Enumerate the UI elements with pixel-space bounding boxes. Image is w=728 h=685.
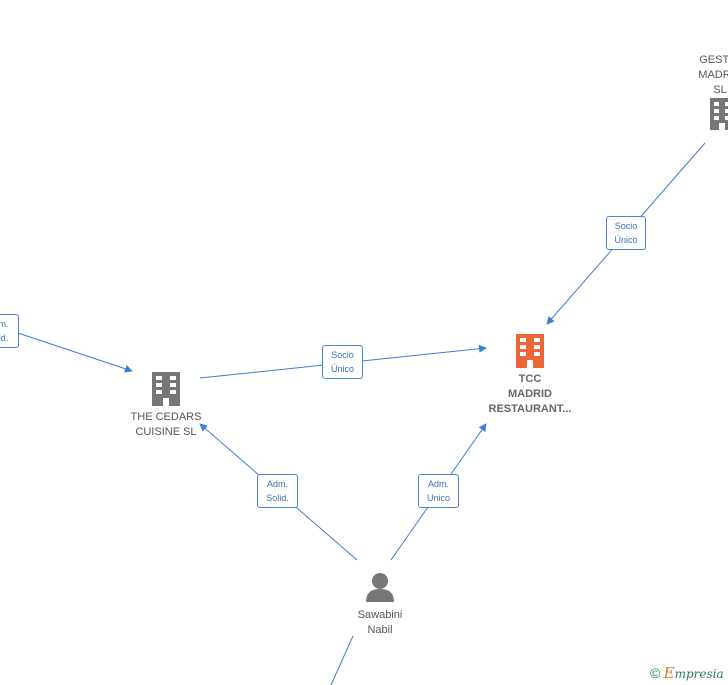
copyright-symbol: ©: [650, 665, 661, 681]
edge-badge-gestion-tcc[interactable]: Socio Único: [606, 216, 646, 250]
brand-name: mpresia: [674, 667, 724, 681]
edge-left-cedars: [17, 332, 133, 373]
empresia-logo: © Empresia: [650, 664, 724, 682]
edge-badge-left-cedars[interactable]: m. id.: [0, 314, 19, 348]
node-person-label: Sawabini Nabil: [357, 609, 403, 636]
edge-person-below: [330, 635, 354, 685]
person-icon: [366, 573, 394, 602]
node-gestion-label: GESTIO MADRID SL: [698, 54, 728, 96]
node-gestion-madrid[interactable]: GESTIO MADRID SL: [680, 53, 728, 130]
node-the-cedars[interactable]: THE CEDARS CUISINE SL: [116, 372, 216, 440]
node-tcc-label: TCC MADRID RESTAURANT...: [488, 373, 572, 415]
building-icon: [710, 98, 728, 130]
building-icon: [152, 372, 180, 406]
node-tcc-madrid[interactable]: TCC MADRID RESTAURANT...: [480, 334, 580, 417]
node-sawabini-nabil[interactable]: Sawabini Nabil: [340, 572, 420, 638]
node-cedars-label: THE CEDARS CUISINE SL: [130, 411, 202, 438]
edge-badge-cedars-tcc[interactable]: Socio Único: [322, 345, 363, 379]
building-icon: [516, 334, 544, 368]
edge-badge-person-tcc[interactable]: Adm. Unico: [418, 474, 459, 508]
brand-initial: E: [663, 664, 675, 682]
edge-badge-person-cedars[interactable]: Adm. Solid.: [257, 474, 298, 508]
